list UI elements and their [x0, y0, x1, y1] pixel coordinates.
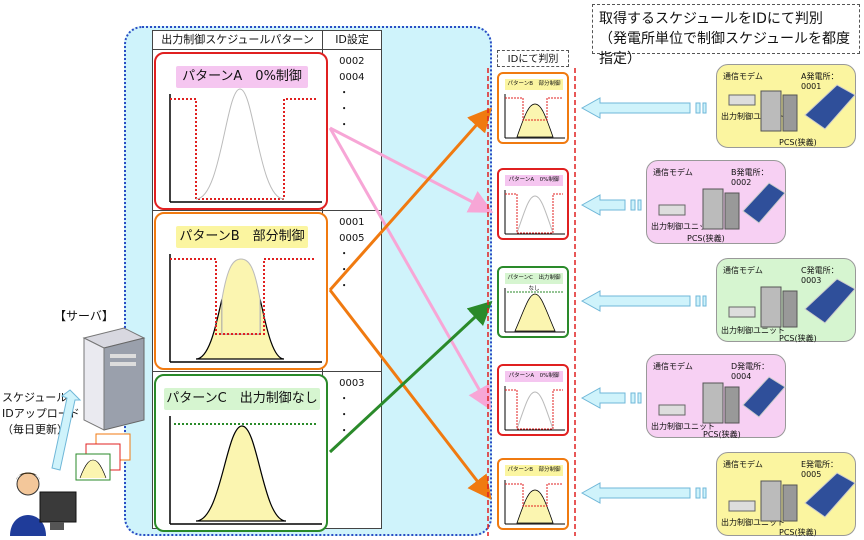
plant-a: 通信モデム A発電所：0001 出力制御ユニット PCS(狭義) — [716, 64, 856, 148]
title-line1: 取得するスケジュールをIDにて判別 — [599, 11, 823, 27]
server-icon — [82, 327, 146, 431]
pattern-a-label: パターンA 0%制御 — [176, 66, 308, 88]
pattern-c-card: パターンC 出力制御なし — [154, 374, 328, 532]
mini-card-a2: パターンA 0%制御 — [497, 364, 569, 436]
plant-d: 通信モデム D発電所：0004 出力制御ユニット PCS(狭義) — [646, 354, 786, 439]
mini-card-c: パターンC 出力制御なし — [497, 266, 569, 338]
plant-b: 通信モデム B発電所：0002 出力制御ユニット PCS(狭義) — [646, 160, 786, 244]
pattern-a-card: パターンA 0%制御 — [154, 52, 328, 210]
user-icon — [10, 472, 77, 536]
pattern-b-label: パターンB 部分制御 — [176, 226, 308, 248]
plant-c-equipment — [728, 278, 856, 328]
mini-card-a1: パターンA 0%制御 — [497, 168, 569, 240]
plant-a-equipment — [728, 84, 856, 132]
title-box: 取得するスケジュールをIDにて判別 （発電所単位で制御スケジュールを都度指定） — [592, 4, 860, 67]
plant-b-equipment — [658, 182, 786, 230]
ids-c: 0003・・・ — [322, 371, 382, 529]
pattern-b-card: パターンB 部分制御 — [154, 212, 328, 370]
plant-d-equipment — [658, 376, 786, 424]
plant-e-equipment — [728, 472, 856, 522]
pattern-c-label: パターンC 出力制御なし — [164, 388, 320, 410]
pattern-b-chart — [169, 254, 322, 363]
id-header: IDにて判別 — [497, 50, 569, 67]
plant-c: 通信モデム C発電所：0003 出力制御ユニット PCS(狭義) — [716, 258, 856, 343]
plant-e: 通信モデム E発電所：0005 出力制御ユニット PCS(狭義) — [716, 452, 856, 537]
header-pattern: 出力制御スケジュールパターン — [151, 30, 324, 50]
mini-card-b2: パターンB 部分制御 — [497, 458, 569, 530]
mini-card-b1: パターンB 部分制御 — [497, 72, 569, 144]
pattern-c-chart — [169, 416, 322, 525]
pattern-a-chart — [169, 88, 322, 203]
upload-text: スケジュール・IDアップロード（毎日更新） — [2, 391, 80, 436]
upload-docs — [75, 433, 131, 481]
header-id: ID設定 — [322, 30, 382, 50]
upload-arrow — [51, 389, 82, 471]
title-line2: （発電所単位で制御スケジュールを都度指定） — [599, 31, 851, 67]
server-label: 【サーバ】 — [54, 309, 114, 323]
